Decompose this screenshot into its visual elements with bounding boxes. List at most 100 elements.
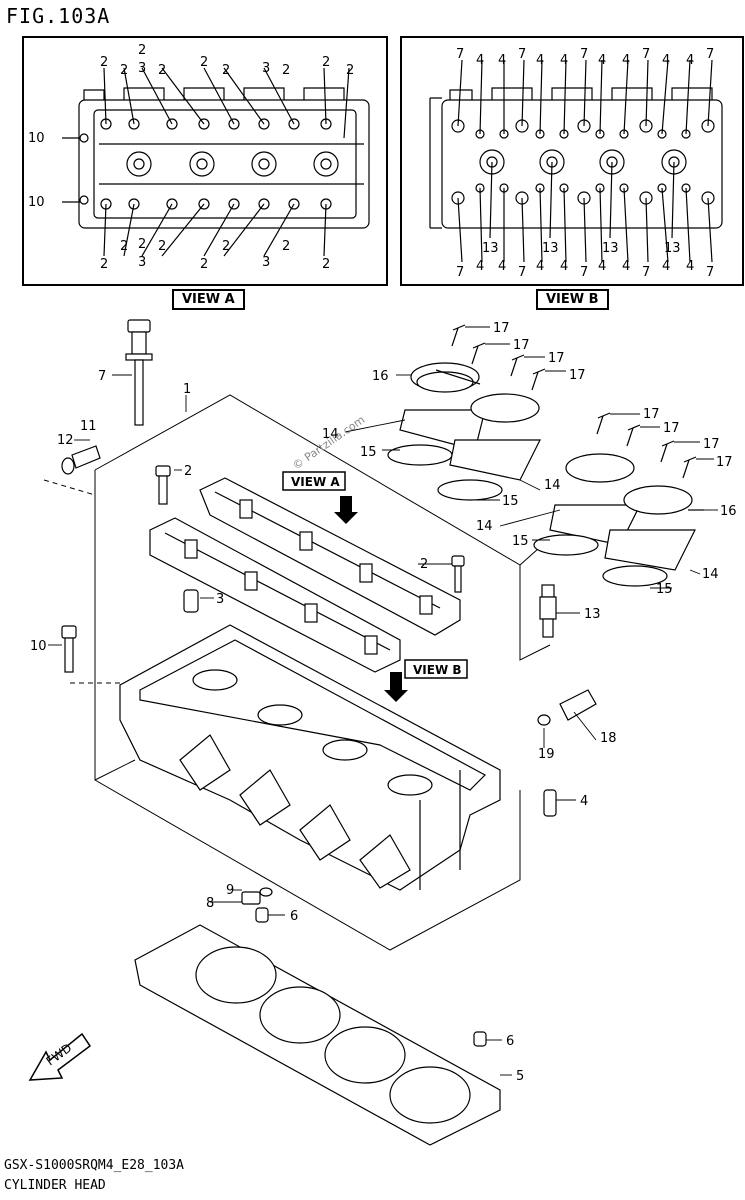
part-2-top: 2: [184, 464, 192, 479]
callout-b-bot-7: 7: [580, 265, 588, 280]
view-a-drawing: 2 2 2 3 2 2 2 3 2 2 2 2 2 2 3 2 2 2 3 2 …: [28, 43, 370, 272]
callout-b-spark-2: 13: [542, 241, 559, 256]
callout-a-bot-8: 3: [262, 255, 270, 270]
callout-a-bot-3: 2: [138, 237, 146, 252]
callout-b-bot-3: 4: [498, 259, 506, 274]
part-12: 12: [57, 433, 74, 448]
callout-b-top-7: 7: [580, 47, 588, 62]
callout-a-bot-4: 3: [138, 255, 146, 270]
callout-b-bot-10: 7: [642, 265, 650, 280]
part-6-lower: 6: [506, 1034, 514, 1049]
part-15-b: 15: [502, 494, 519, 509]
part-9: 9: [226, 883, 234, 898]
callout-b-top-2: 4: [476, 53, 484, 68]
cam-holders: [149, 477, 461, 673]
part-10: 10: [30, 639, 47, 654]
intake-insulators: [387, 324, 704, 587]
part-13: 13: [584, 607, 601, 622]
part-17-c: 17: [548, 351, 565, 366]
part-17-d: 17: [569, 368, 586, 383]
callout-a-top-7: 2: [222, 63, 230, 78]
callout-a-left-2: 10: [28, 195, 45, 210]
callout-b-bot-2: 4: [476, 259, 484, 274]
view-a-arrow: VIEW A: [282, 471, 358, 524]
callout-b-bot-1: 7: [456, 265, 464, 280]
callout-b-bot-11: 4: [662, 259, 670, 274]
head-gasket: [134, 924, 501, 1146]
callout-b-top-6: 4: [560, 53, 568, 68]
part-17-g: 17: [703, 437, 720, 452]
part-8: 8: [206, 896, 214, 911]
part-3: 3: [216, 592, 224, 607]
part-4: 4: [580, 794, 588, 809]
callout-b-top-12: 4: [686, 53, 694, 68]
view-b-drawing: 7 4 4 7 4 4 7 4 4 7 4 4 7 7 4 4 7 4 4 7 …: [429, 47, 723, 280]
part-2-right: 2: [420, 557, 428, 572]
view-b-caption: VIEW B: [536, 289, 609, 310]
part-17-e: 17: [643, 407, 660, 422]
callout-a-top-10: 2: [322, 55, 330, 70]
fwd-arrow-icon: FWD: [28, 1032, 92, 1081]
part-17-h: 17: [716, 455, 733, 470]
callout-b-bot-13: 7: [706, 265, 714, 280]
callout-b-top-5: 4: [536, 53, 544, 68]
callout-a-bot-5: 2: [158, 239, 166, 254]
callout-b-top-1: 7: [456, 47, 464, 62]
callout-a-top-8: 3: [262, 61, 270, 76]
callout-b-top-11: 4: [662, 53, 670, 68]
part-6-upper: 6: [290, 909, 298, 924]
part-17-a: 17: [493, 321, 510, 336]
view-a-caption: VIEW A: [172, 289, 245, 310]
callout-b-bot-8: 4: [598, 259, 606, 274]
fasteners: [61, 319, 597, 1047]
part-18: 18: [600, 731, 617, 746]
part-16-b: 16: [720, 504, 737, 519]
view-b-panel: 7 4 4 7 4 4 7 4 4 7 4 4 7 7 4 4 7 4 4 7 …: [400, 36, 744, 286]
figure-title: FIG.103A: [6, 4, 111, 28]
part-labels: 1 2 2 3 4 5 6 6 7 8 9 10 11 12 13 14 14 …: [30, 321, 737, 1084]
callout-b-top-9: 4: [622, 53, 630, 68]
callout-b-top-3: 4: [498, 53, 506, 68]
watermark: © Partzilla.com: [290, 413, 367, 472]
callout-a-bot-9: 2: [282, 239, 290, 254]
callout-a-top-6: 2: [200, 55, 208, 70]
callout-b-top-4: 7: [518, 47, 526, 62]
model-code: GSX-S1000SRQM4_E28_103A: [4, 1158, 185, 1173]
callout-a-bot-1: 2: [100, 257, 108, 272]
callout-a-top-3: 2: [138, 43, 146, 58]
part-16-a: 16: [372, 369, 389, 384]
callout-a-top-5: 2: [158, 63, 166, 78]
part-14-c: 14: [476, 519, 493, 534]
part-19: 19: [538, 747, 555, 762]
figure-name: CYLINDER HEAD: [4, 1178, 106, 1193]
callout-a-top-1: 2: [100, 55, 108, 70]
part-5: 5: [516, 1069, 524, 1084]
callout-b-spark-4: 13: [664, 241, 681, 256]
callout-a-bot-10: 2: [322, 257, 330, 272]
part-17-f: 17: [663, 421, 680, 436]
callout-a-bot-7: 2: [222, 239, 230, 254]
callout-b-top-13: 7: [706, 47, 714, 62]
cylinder-head: [119, 624, 501, 891]
part-11: 11: [80, 419, 97, 434]
callout-b-top-10: 7: [642, 47, 650, 62]
part-15-c: 15: [512, 534, 529, 549]
part-7: 7: [98, 369, 106, 384]
part-15-d: 15: [656, 582, 673, 597]
assembly-frame: [43, 394, 551, 951]
callout-b-bot-4: 7: [518, 265, 526, 280]
callout-b-bot-5: 4: [536, 259, 544, 274]
part-17-b: 17: [513, 338, 530, 353]
part-1: 1: [183, 382, 191, 397]
view-b-arrow: VIEW B: [384, 659, 468, 702]
callout-a-top-9: 2: [282, 63, 290, 78]
callout-a-top-11: 2: [346, 63, 354, 78]
callout-a-bot-2: 2: [120, 239, 128, 254]
callout-b-spark-3: 13: [602, 241, 619, 256]
view-b-arrow-label: VIEW B: [413, 663, 462, 677]
view-a-panel: 2 2 2 3 2 2 2 3 2 2 2 2 2 2 3 2 2 2 3 2 …: [22, 36, 388, 286]
callout-b-bot-9: 4: [622, 259, 630, 274]
part-14-b: 14: [544, 478, 561, 493]
callout-a-left-1: 10: [28, 131, 45, 146]
